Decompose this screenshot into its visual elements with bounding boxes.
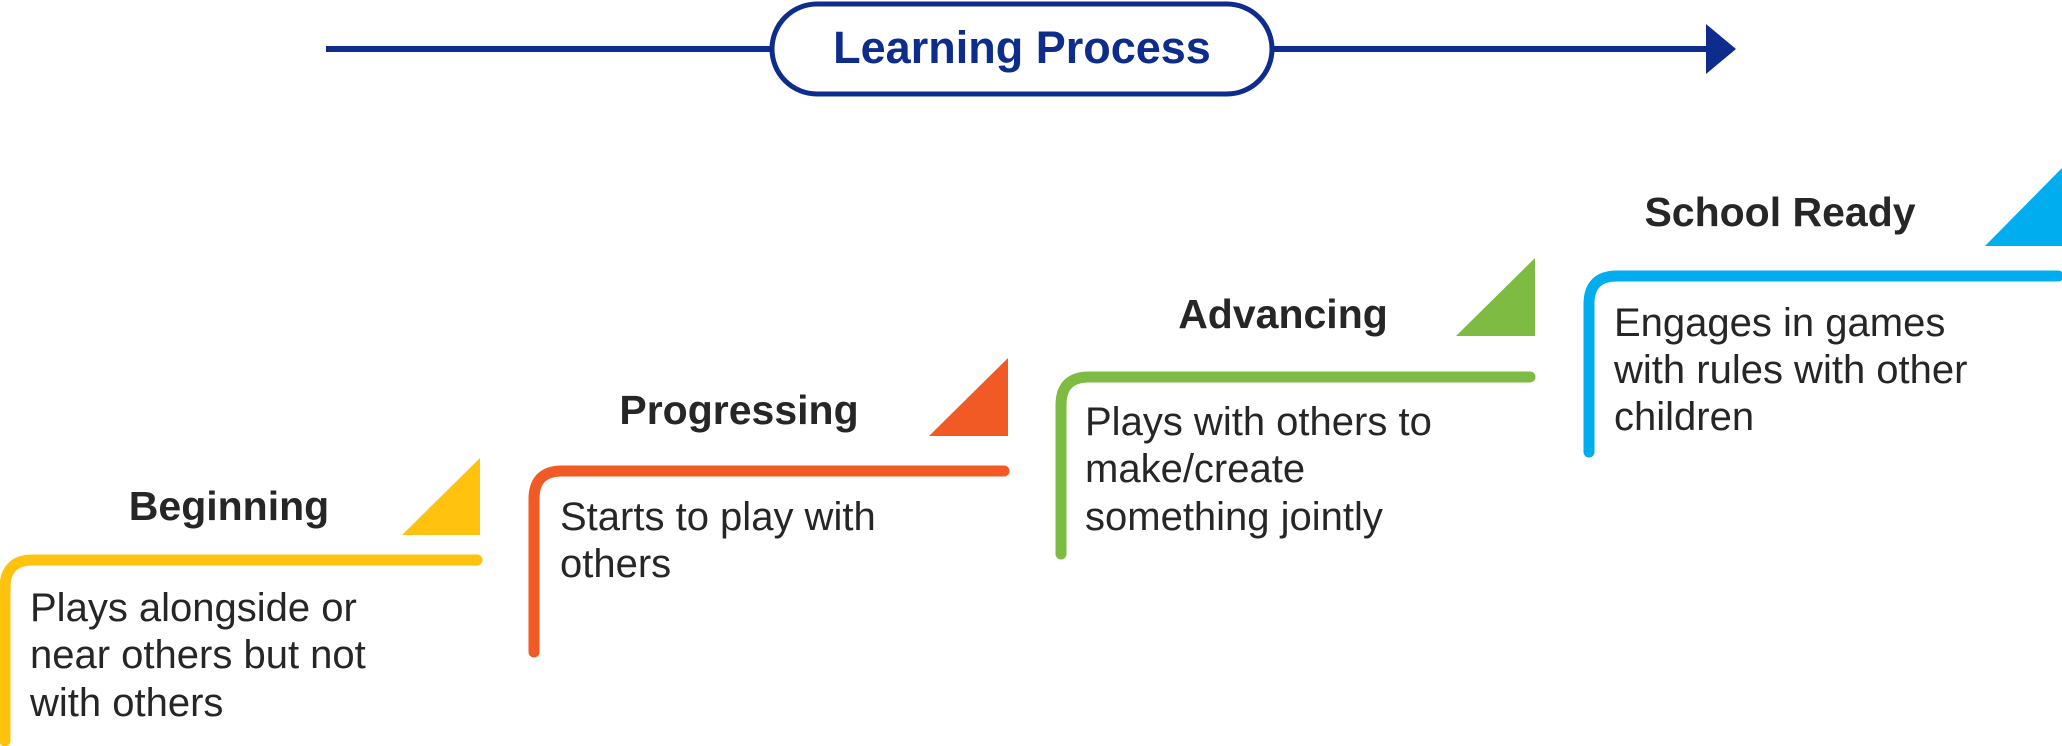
- stage-progressing: Progressing Starts to play with others: [528, 358, 1010, 658]
- stage-beginning-description-line: Plays alongside or: [30, 586, 357, 630]
- stage-progressing-description-line: Starts to play with: [560, 495, 876, 539]
- stage-progressing-triangle-icon: [929, 358, 1008, 436]
- stage-advancing-description-line: Plays with others to: [1085, 400, 1432, 444]
- stage-beginning-title: Beginning: [129, 483, 329, 529]
- stage-school-ready-step-line: [1583, 270, 2062, 458]
- stage-advancing-step-line: [1055, 371, 1536, 560]
- stage-progressing-step-line: [528, 465, 1010, 658]
- stage-school-ready-triangle-icon: [1985, 168, 2062, 246]
- stage-advancing-description-line: make/create: [1085, 447, 1305, 491]
- stage-school-ready-description-line: with rules with other: [1613, 348, 1967, 392]
- stage-beginning-description-line: near others but not: [30, 633, 366, 677]
- stage-school-ready: School Ready Engages in games with rules…: [1583, 168, 2062, 458]
- stage-beginning-description: Plays alongside or near others but not w…: [29, 586, 377, 725]
- stage-beginning: Beginning Plays alongside or near others…: [0, 458, 483, 746]
- process-arrow-head-icon: [1706, 24, 1736, 74]
- stage-advancing-description: Plays with others to make/create somethi…: [1085, 400, 1443, 539]
- stage-beginning-triangle-icon: [402, 458, 480, 535]
- stage-beginning-description-line: with others: [29, 681, 223, 725]
- process-title-pill: [769, 1, 1275, 97]
- process-title: Learning Process: [833, 22, 1211, 73]
- stage-progressing-title: Progressing: [619, 387, 858, 433]
- stage-school-ready-title: School Ready: [1644, 189, 1915, 235]
- stage-advancing: Advancing Plays with others to make/crea…: [1055, 258, 1536, 560]
- stage-beginning-step-line: [0, 554, 483, 746]
- stage-advancing-description-line: something jointly: [1085, 495, 1383, 539]
- stage-progressing-description-line: others: [560, 542, 671, 586]
- stage-advancing-triangle-icon: [1456, 258, 1535, 336]
- stage-advancing-title: Advancing: [1178, 291, 1388, 337]
- stage-school-ready-description-line: Engages in games: [1614, 301, 1945, 345]
- process-header: Learning Process: [326, 1, 1736, 97]
- stage-school-ready-description-line: children: [1614, 395, 1754, 439]
- stage-progressing-description: Starts to play with others: [560, 495, 887, 586]
- stage-school-ready-description: Engages in games with rules with other c…: [1613, 301, 1979, 439]
